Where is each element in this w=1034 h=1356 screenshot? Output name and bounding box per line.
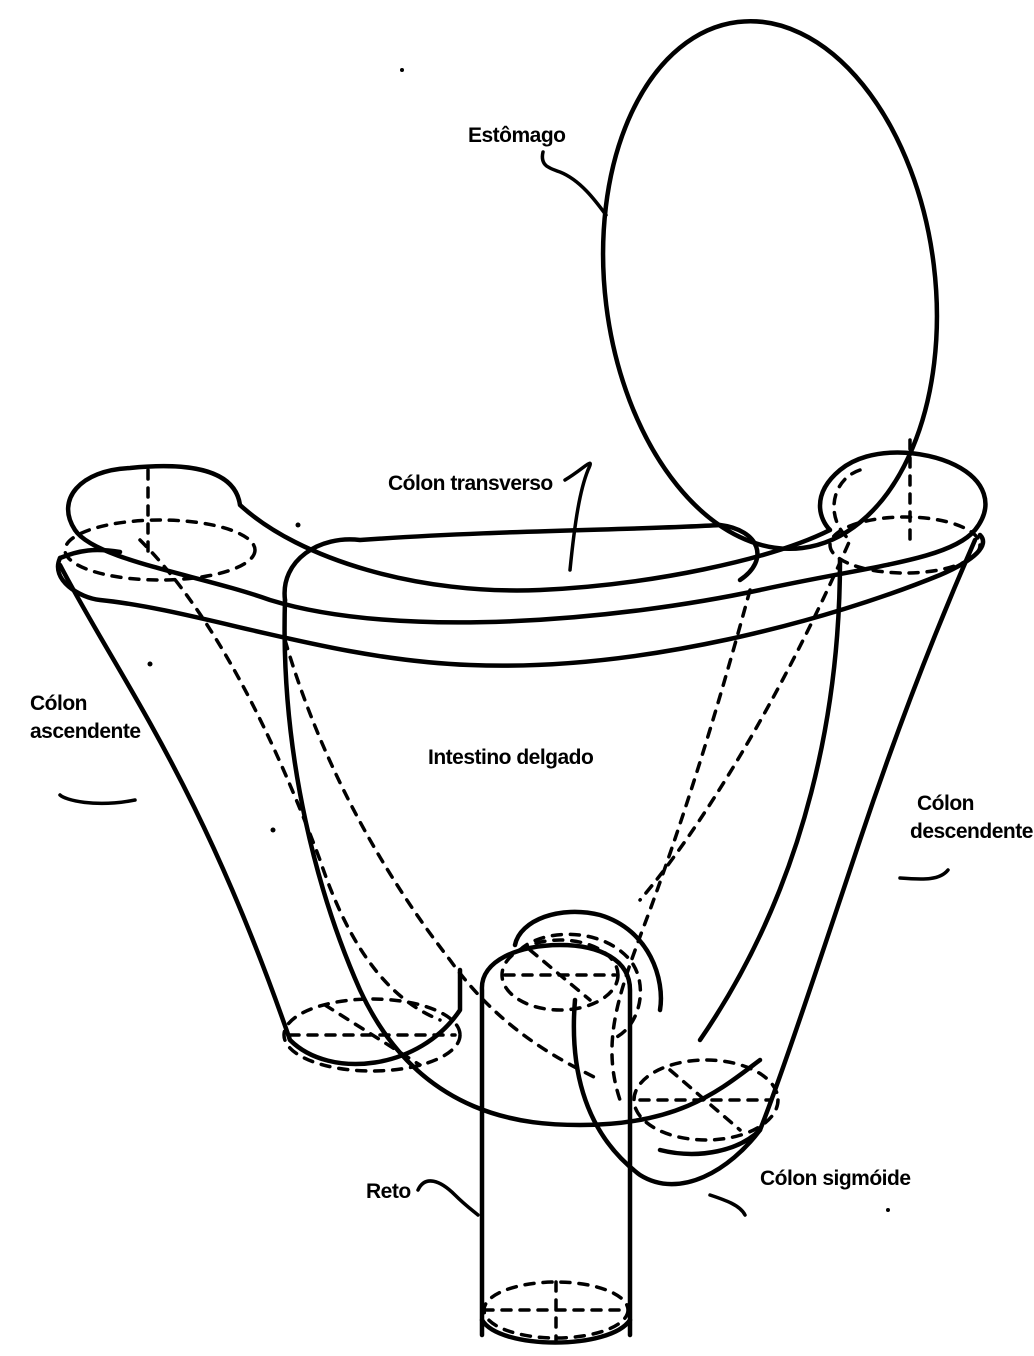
label-colon-transverso: Cólon transverso — [388, 472, 553, 495]
stray-dot — [296, 523, 301, 528]
ascending-colon-shape — [60, 565, 460, 1064]
label-colon-sigmoide: Cólon sigmóide — [760, 1167, 911, 1190]
stray-dot — [886, 1208, 890, 1212]
label-intestino-delgado: Intestino delgado — [428, 746, 593, 769]
ascending-colon-inner — [140, 540, 440, 1020]
label-colon-ascendente-line1: Cólon — [30, 692, 87, 715]
leader-colon-sigmoide — [710, 1195, 745, 1215]
sigmoid-colon-loop — [515, 912, 661, 1010]
small-intestine-wall — [285, 600, 760, 1125]
stomach-shape — [574, 2, 966, 568]
leader-reto — [418, 1181, 478, 1215]
label-estomago: Estômago — [468, 124, 566, 147]
leader-colon-transverso — [565, 463, 590, 570]
descending-colon-shape — [660, 540, 975, 1154]
stray-dot — [400, 68, 404, 72]
label-colon-descendente-line1: Cólon — [917, 792, 974, 815]
label-colon-ascendente-line2: ascendente — [30, 720, 141, 743]
label-colon-descendente-line2: descendente — [910, 820, 1033, 843]
stray-dot — [148, 662, 153, 667]
outer-rim-shape — [58, 535, 983, 666]
leader-estomago — [542, 152, 606, 215]
sigmoid-colon-shape — [574, 1000, 760, 1184]
leader-colon-descendente — [900, 870, 948, 879]
leader-colon-ascendente — [60, 795, 135, 803]
label-reto: Reto — [366, 1180, 411, 1203]
stray-dot — [271, 828, 276, 833]
